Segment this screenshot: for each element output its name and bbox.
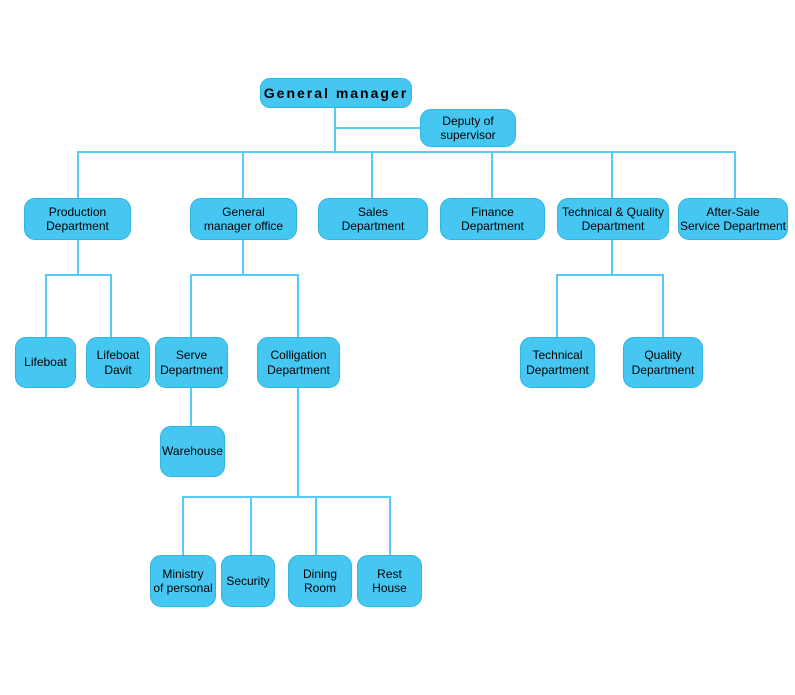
connector-production-down <box>77 240 79 276</box>
connector-colligation-bus <box>182 496 391 498</box>
connector-gm-office-bus <box>190 274 298 276</box>
connector-gm-office-down <box>242 240 244 276</box>
connector-drop-technical <box>556 274 558 337</box>
node-colligation-department: Colligation Department <box>257 337 340 388</box>
connector-drop-production <box>77 151 79 199</box>
connector-production-bus <box>46 274 112 276</box>
node-ministry-of-personal: Ministry of personal <box>150 555 216 607</box>
node-lifeboat-davit: Lifeboat Davit <box>86 337 150 388</box>
connector-drop-finance <box>491 151 493 199</box>
connector-drop-serve <box>190 274 192 337</box>
connector-drop-lifeboat-davit <box>110 274 112 337</box>
connector-gm-down <box>334 107 336 153</box>
node-quality-department: Quality Department <box>623 337 703 388</box>
connector-drop-rest <box>389 496 391 555</box>
connector-main-bus <box>78 151 736 153</box>
node-deputy-of-supervisor: Deputy of supervisor <box>420 109 516 147</box>
connector-drop-security <box>250 496 252 555</box>
node-sales-department: Sales Department <box>318 198 428 240</box>
node-general-manager: General manager <box>260 78 412 108</box>
connector-drop-sales <box>371 151 373 199</box>
connector-serve-warehouse <box>190 388 192 426</box>
connector-drop-tech-quality <box>611 151 613 199</box>
connector-drop-quality <box>662 274 664 337</box>
connector-tech-quality-down <box>611 240 613 276</box>
node-lifeboat: Lifeboat <box>15 337 76 388</box>
connector-drop-colligation <box>297 274 299 337</box>
node-production-department: Production Department <box>24 198 131 240</box>
connector-drop-dining <box>315 496 317 555</box>
connector-colligation-down <box>297 388 299 498</box>
node-technical-quality-department: Technical & Quality Department <box>557 198 669 240</box>
connector-drop-lifeboat <box>45 274 47 337</box>
node-serve-department: Serve Department <box>155 337 228 388</box>
node-rest-house: Rest House <box>357 555 422 607</box>
connector-drop-after-sale <box>734 151 736 199</box>
connector-drop-gm-office <box>242 151 244 199</box>
node-finance-department: Finance Department <box>440 198 545 240</box>
node-security: Security <box>221 555 275 607</box>
node-after-sale-service-department: After-Sale Service Department <box>678 198 788 240</box>
node-general-manager-office: General manager office <box>190 198 297 240</box>
connector-gm-deputy <box>335 127 422 129</box>
connector-tech-quality-bus <box>556 274 664 276</box>
node-dining-room: Dining Room <box>288 555 352 607</box>
connector-drop-ministry <box>182 496 184 555</box>
node-warehouse: Warehouse <box>160 426 225 477</box>
node-technical-department: Technical Department <box>520 337 595 388</box>
